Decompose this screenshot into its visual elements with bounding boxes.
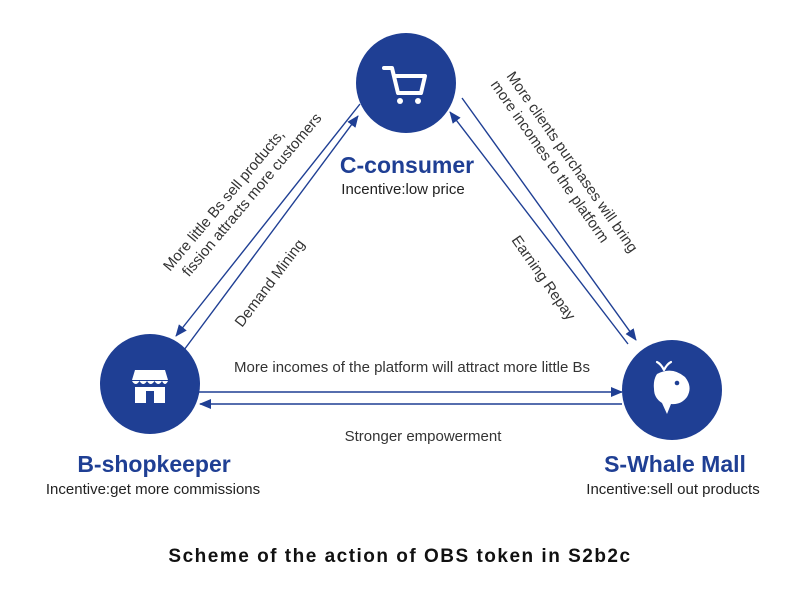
- node-consumer-circle: [356, 33, 456, 133]
- label-stronger-empowerment: Stronger empowerment: [345, 428, 503, 445]
- diagram-caption: Scheme of the action of OBS token in S2b…: [168, 546, 631, 567]
- whale-icon: [653, 360, 690, 414]
- label-shopkeeper-to-mall: More incomes of the platform will attrac…: [234, 359, 590, 376]
- node-mall-title: S-Whale Mall: [604, 451, 746, 477]
- arrow-consumer-to-shopkeeper: [175, 103, 361, 337]
- label-consumer-to-mall: More clients purchases will bring more i…: [487, 67, 644, 270]
- arrow-consumer-to-mall: [461, 97, 637, 341]
- label-consumer-to-mall-line1: More clients purchases will bring: [503, 69, 641, 256]
- node-consumer: [356, 33, 456, 133]
- node-mall-incentive: Incentive:sell out products: [586, 481, 759, 498]
- node-shopkeeper-circle: [100, 334, 200, 434]
- storefront-icon: [132, 370, 168, 403]
- label-consumer-to-shopkeeper-line2: fission attracts more customers: [179, 110, 325, 280]
- shopping-cart-icon: [382, 66, 427, 104]
- node-shopkeeper: [100, 334, 200, 434]
- node-mall: [622, 340, 722, 440]
- label-consumer-to-shopkeeper-line1: More little Bs sell products,: [160, 126, 288, 274]
- arrow-mall-to-consumer: [449, 111, 629, 345]
- arrow-shopkeeper-to-consumer: [183, 115, 359, 351]
- node-consumer-incentive: Incentive:low price: [341, 181, 464, 198]
- node-shopkeeper-incentive: Incentive:get more commissions: [46, 481, 260, 498]
- node-shopkeeper-title: B-shopkeeper: [77, 451, 230, 477]
- node-consumer-title: C-consumer: [340, 152, 474, 178]
